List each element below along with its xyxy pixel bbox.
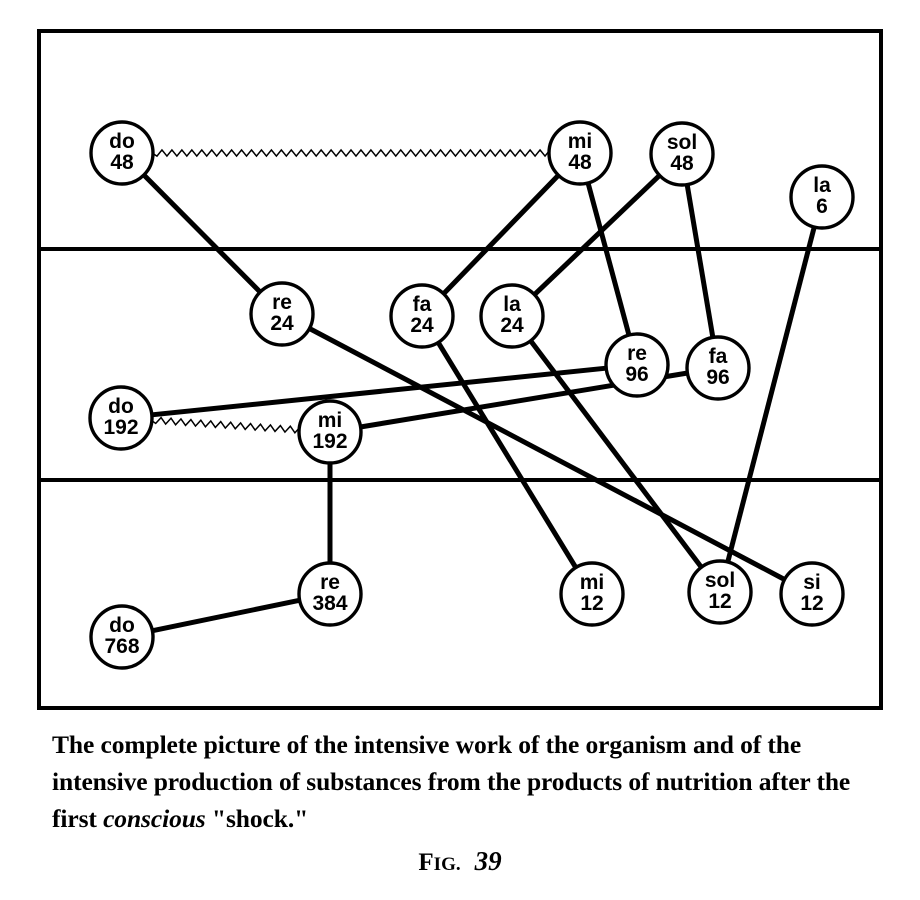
node-circle-si12[interactable] bbox=[779, 561, 845, 627]
node-circle-sol12[interactable] bbox=[687, 559, 753, 625]
caption-line-1: The complete picture of the intensive wo… bbox=[52, 730, 687, 759]
node-circle-la24[interactable] bbox=[479, 283, 545, 349]
node-circle-mi192[interactable] bbox=[297, 399, 363, 465]
caption-emphasis-conscious: conscious bbox=[103, 804, 206, 834]
band-dividers-group bbox=[39, 247, 881, 482]
node-circle-fa96[interactable] bbox=[685, 335, 751, 401]
node-circle-fa24[interactable] bbox=[389, 283, 455, 349]
figure-label: FIG. bbox=[418, 849, 460, 876]
caption-line-2: and of the intensive production of subst… bbox=[52, 730, 802, 797]
node-circle-la6[interactable] bbox=[789, 164, 855, 230]
figure-label-initial: F bbox=[418, 849, 434, 876]
edge-do48-to-mi48 bbox=[151, 147, 551, 158]
edge-do192-to-re96 bbox=[150, 365, 608, 418]
edge-mi48-to-fa24 bbox=[441, 172, 561, 297]
nodes-group bbox=[88, 120, 855, 670]
figure-label-smallcaps: IG. bbox=[433, 854, 461, 875]
edge-sol48-to-fa96 bbox=[684, 183, 716, 339]
caption-line-3-b: "shock." bbox=[205, 804, 309, 834]
figure-caption: The complete picture of the intensive wo… bbox=[52, 726, 882, 838]
edge-la24-to-sol12 bbox=[528, 338, 704, 570]
edge-mi48-to-re96 bbox=[585, 181, 632, 337]
node-circle-mi48[interactable] bbox=[547, 120, 613, 186]
figure-number: 39 bbox=[474, 846, 502, 876]
edge-la6-to-sol12 bbox=[725, 225, 817, 564]
edge-fa24-to-mi12 bbox=[435, 340, 579, 570]
edge-re384-to-do768 bbox=[150, 597, 302, 634]
figure-number-line: FIG. 39 bbox=[0, 846, 920, 877]
node-circle-do192[interactable] bbox=[88, 385, 154, 451]
edge-re24-to-si12 bbox=[307, 325, 787, 583]
node-circle-re96[interactable] bbox=[604, 332, 670, 398]
edge-do48-to-re24 bbox=[141, 172, 263, 295]
node-circle-re384[interactable] bbox=[297, 561, 363, 627]
node-circle-re24[interactable] bbox=[249, 281, 315, 347]
node-circle-do48[interactable] bbox=[89, 120, 155, 186]
edge-do192-to-mi192 bbox=[150, 416, 302, 434]
edge-sol48-to-la24 bbox=[531, 172, 663, 298]
node-circle-do768[interactable] bbox=[89, 604, 155, 670]
caption-line-3-a: products of nutrition after the first bbox=[52, 767, 851, 834]
node-circle-mi12[interactable] bbox=[559, 561, 625, 627]
node-circle-sol48[interactable] bbox=[649, 121, 715, 187]
